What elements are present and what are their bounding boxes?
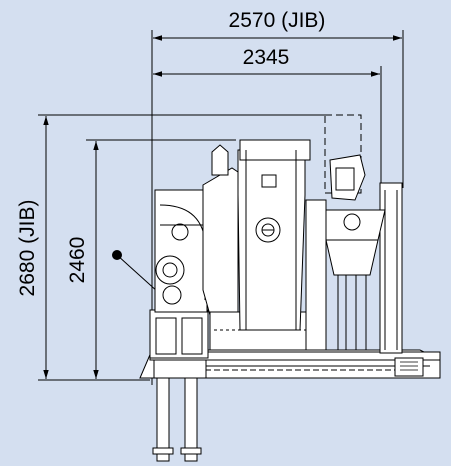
outrigger-legs [152, 377, 202, 462]
leader-pointer [116, 254, 159, 293]
outrigger-housing [149, 309, 209, 379]
body-width-label: 2345 [243, 46, 290, 69]
total-width-jib-label: 2570 (JIB) [229, 9, 326, 32]
main-boom [211, 139, 311, 331]
jib-head-assembly [305, 154, 386, 351]
jib-tower [324, 114, 403, 354]
engine-compartment [154, 189, 208, 313]
body-height-label: 2460 [66, 237, 89, 284]
dimension-body-width: 2345 [153, 46, 382, 188]
leader-line [112, 250, 159, 293]
total-height-jib-label: 2680 (JIB) [16, 200, 39, 297]
base-frame [139, 349, 441, 379]
dimension-body-height: 2460 [66, 139, 236, 379]
machine-outline [139, 114, 441, 462]
dimension-total-height-jib: 2680 (JIB) [16, 114, 330, 381]
turret-column [202, 167, 321, 351]
